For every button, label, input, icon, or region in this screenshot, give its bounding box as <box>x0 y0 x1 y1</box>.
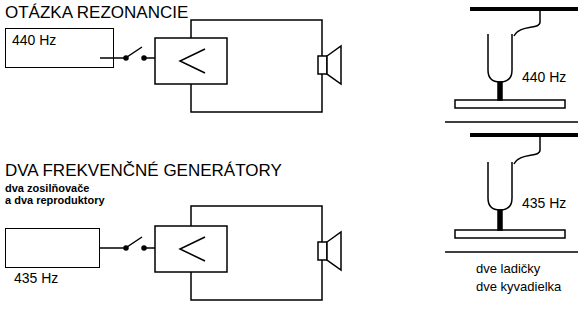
generator-box: 440 Hz <box>5 28 114 68</box>
note-text: dva zosilňovače <box>5 182 89 194</box>
generator-box: 435 Hz <box>5 228 100 268</box>
tuning-fork-bottom <box>445 135 578 252</box>
note-text: dve kyvadielka <box>476 280 561 294</box>
frequency-label: 435 Hz <box>14 271 58 286</box>
note-text: a dva reproduktory <box>5 194 105 206</box>
amplifier-bottom <box>155 206 322 300</box>
frequency-label: 440 Hz <box>12 33 119 48</box>
frequency-label: 435 Hz <box>522 196 566 211</box>
switch-bottom <box>100 237 155 250</box>
speaker-bottom <box>318 232 341 270</box>
section-title: DVA FREKVENČNÉ GENERÁTORY <box>5 162 282 181</box>
switch-top <box>100 47 155 60</box>
speaker-top <box>318 46 341 84</box>
amplifier-top <box>155 20 322 112</box>
section-title: OTÁZKA REZONANCIE <box>5 4 188 23</box>
tuning-fork-top <box>445 9 578 122</box>
note-text: dve ladičky <box>476 262 540 276</box>
frequency-label: 440 Hz <box>522 70 566 85</box>
